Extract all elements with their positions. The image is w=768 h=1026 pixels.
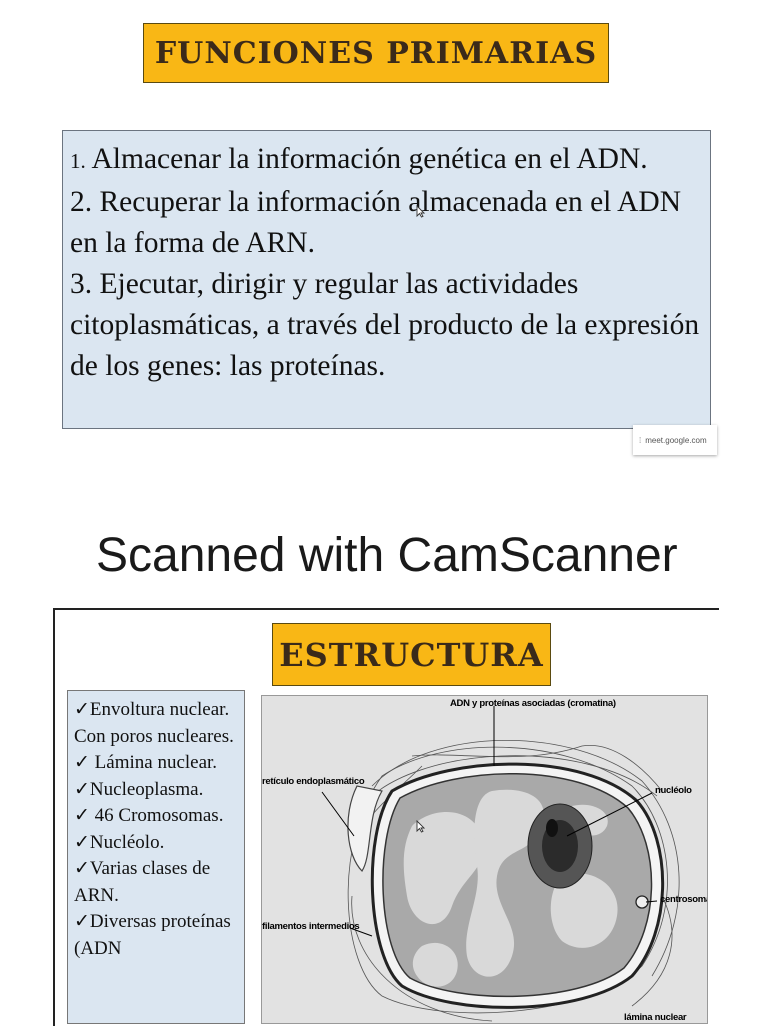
functions-box: 1. Almacenar la información genética en … (62, 130, 711, 429)
mouse-cursor-icon (416, 819, 426, 838)
list-item: ✓Envoltura nuclear. Con poros nucleares. (74, 699, 234, 747)
list-item: ✓Nucleoplasma. (74, 778, 204, 800)
link-icon: ⁞ (639, 435, 642, 445)
meet-url-tooltip: ⁞ meet.google.com (633, 425, 717, 455)
nucleus-diagram: ADN y proteínas asociadas (cromatina) re… (261, 695, 708, 1024)
nucleus-illustration (262, 696, 707, 1023)
slide-title-funciones: FUNCIONES PRIMARIAS (143, 23, 609, 83)
list-item: ✓ Lámina nuclear. (74, 752, 218, 773)
list-item: ✓Nucléolo. (74, 831, 165, 853)
label-er: retículo endoplasmático (262, 776, 365, 787)
label-filaments: filamentos intermedios (262, 921, 360, 932)
function-item-1: 1. Almacenar la información genética en … (70, 143, 648, 175)
list-item: ✓Varias clases de ARN. (74, 858, 211, 906)
list-item: ✓ 46 Cromosomas. (74, 805, 224, 826)
label-centrosome: centrosoma (660, 894, 708, 905)
function-item-2: 2. Recuperar la información almacenada e… (70, 186, 682, 259)
label-chromatin: ADN y proteínas asociadas (cromatina) (450, 698, 616, 709)
label-nucleolus: nucléolo (655, 785, 692, 796)
slide-title-estructura: ESTRUCTURA (272, 623, 551, 686)
label-lamina: lámina nuclear (624, 1012, 687, 1023)
camscanner-watermark: Scanned with CamScanner (96, 529, 678, 582)
mouse-cursor-icon (416, 204, 426, 223)
list-item: ✓Diversas proteínas (ADN (74, 911, 231, 959)
function-item-3: 3. Ejecutar, dirigir y regular las activ… (70, 268, 700, 382)
structure-list: ✓Envoltura nuclear. Con poros nucleares.… (67, 690, 245, 1024)
